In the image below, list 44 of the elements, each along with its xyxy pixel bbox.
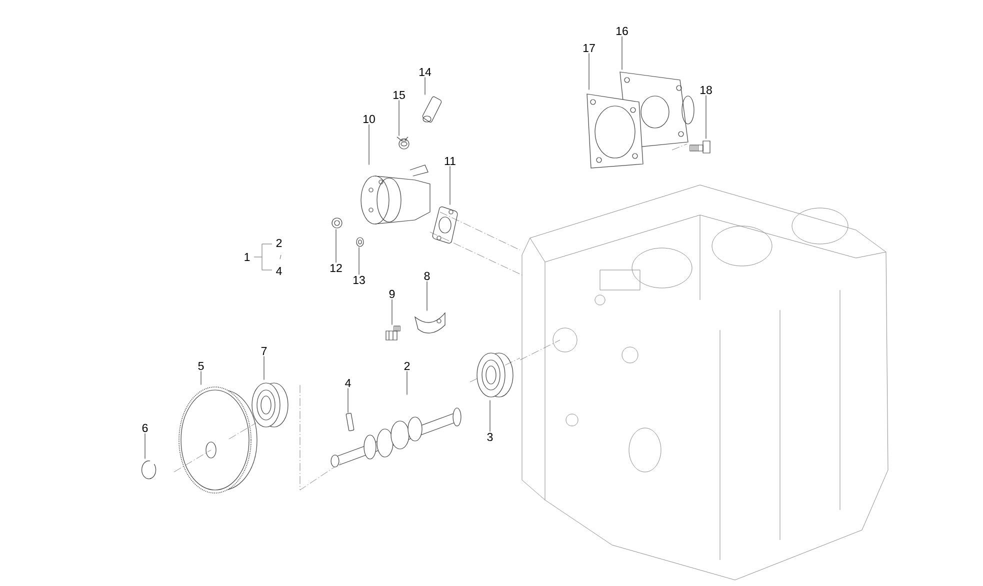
callout-number: 2 — [276, 238, 282, 247]
leader-line — [426, 281, 428, 311]
retainer-plate-drawing — [414, 312, 446, 334]
callout-number: 13 — [354, 276, 365, 284]
callout-number: 6 — [142, 424, 148, 432]
callout-number: 3 — [487, 432, 493, 442]
nut-drawing — [332, 218, 342, 228]
callout-number: 9 — [389, 290, 395, 298]
callout-number: 4 — [345, 379, 351, 387]
callout-number: 4 — [276, 267, 282, 275]
callout-number: 7 — [261, 347, 267, 355]
leader-line — [406, 371, 408, 395]
gasket-drawing — [432, 206, 458, 244]
leader-line — [358, 247, 360, 275]
callout-number: 8 — [424, 272, 430, 280]
callout-number: 17 — [583, 44, 595, 52]
leader-line — [398, 100, 400, 136]
callout-number: 5 — [198, 362, 204, 370]
leader-line — [588, 52, 590, 90]
bearing-drawing — [476, 352, 514, 398]
callout-number: 2 — [404, 362, 410, 370]
callout-number: 1 — [244, 253, 250, 261]
callout-number: 16 — [616, 26, 628, 36]
sleeve-drawing — [422, 96, 442, 122]
leader-line — [368, 124, 370, 165]
leader-line — [424, 76, 426, 95]
camshaft-drawing — [330, 408, 462, 468]
pump-housing-drawing — [360, 164, 430, 224]
callout-number: 11 — [444, 157, 456, 165]
washer-drawing — [356, 237, 364, 247]
bearing-drawing — [252, 382, 288, 428]
leader-line — [200, 371, 202, 385]
gear-drawing — [174, 386, 258, 494]
callout-number: 12 — [330, 264, 342, 272]
bolt-drawing — [690, 140, 710, 154]
callout-number: 15 — [394, 91, 405, 99]
bolt-drawing — [386, 326, 400, 340]
callout-number: 18 — [700, 86, 712, 94]
clip-drawing — [396, 136, 410, 150]
gasket-drawing — [586, 94, 644, 168]
leader-line — [144, 433, 146, 459]
circlip-drawing — [142, 460, 156, 480]
callout-number: 10 — [364, 114, 375, 124]
callout-number: 14 — [420, 68, 432, 76]
